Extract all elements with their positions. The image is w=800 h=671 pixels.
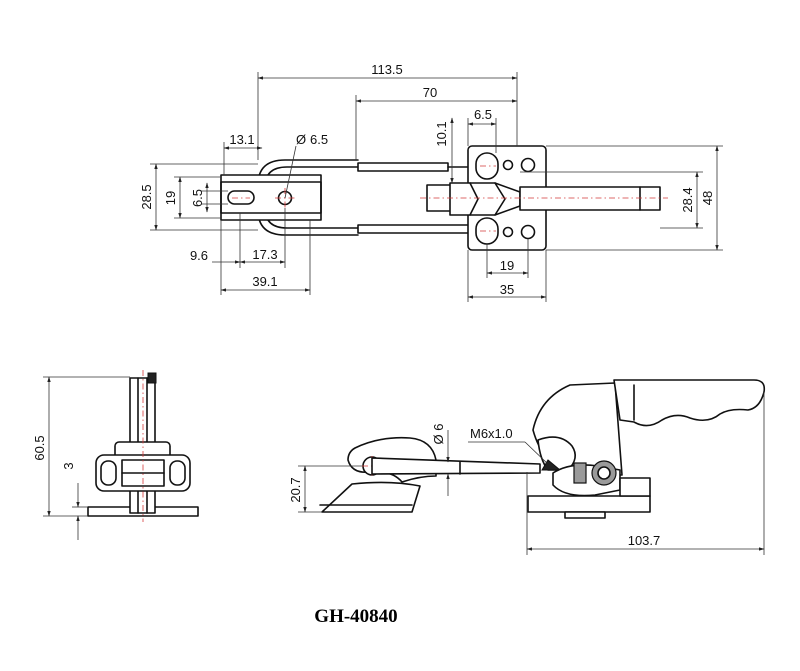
clamp-body: [449, 182, 521, 216]
dim-catch-height: 20.7: [288, 477, 303, 502]
dim-base-height: 48: [700, 191, 715, 205]
dim-handle-height: 28.4: [680, 187, 695, 212]
dim-thread: M6x1.0: [470, 426, 513, 441]
front-view: 60.5 3: [32, 370, 199, 540]
base-hole: [520, 157, 536, 173]
front-view-dimensions: 60.5 3: [32, 376, 130, 540]
dim-side-overall-length: 103.7: [628, 533, 661, 548]
dim-hook-total: 39.1: [252, 274, 277, 289]
dim-hole-dia-symbol: Ø: [296, 132, 306, 147]
dim-base-width: 35: [500, 282, 514, 297]
dim-rod-length: 70: [423, 85, 437, 100]
dim-stroke-offset: 10.1: [434, 121, 449, 146]
dim-base-thickness: 3: [61, 462, 76, 469]
dim-side-height: 28.5: [139, 184, 154, 209]
dim-hook-width: 13.1: [229, 132, 254, 147]
tie-rod-lower: [357, 224, 474, 234]
handle-grip: [613, 379, 766, 427]
model-number: GH-40840: [314, 606, 397, 627]
dim-overall-length: 113.5: [371, 62, 403, 77]
dim-hook-offset-a: 9.6: [190, 248, 208, 263]
hook-slot: [227, 190, 255, 205]
dim-pin-offset: 6.5: [474, 107, 492, 122]
dim-slot-height: 6.5: [190, 189, 205, 207]
tie-rod-upper: [357, 162, 449, 172]
dim-hook-offset-b: 17.3: [252, 247, 277, 262]
catch-plate: [321, 481, 421, 513]
handle-grip: [519, 186, 661, 211]
dim-front-height: 60.5: [32, 435, 47, 460]
side-view: Ø 6 M6x1.0 20.7 103.7: [288, 379, 766, 555]
dim-base-hole-spacing: 19: [500, 258, 514, 273]
side-view-dimensions: Ø 6 M6x1.0 20.7 103.7: [288, 392, 765, 555]
top-view: 113.5 70 6.5 10.1 13.1 Ø 6.5 28.5 19: [139, 62, 723, 302]
base-hole: [520, 224, 536, 240]
tie-rod: [371, 457, 541, 475]
dim-hole-dia: 6.5: [310, 132, 328, 147]
dim-inner-height: 19: [163, 191, 178, 205]
top-view-dimensions: 113.5 70 6.5 10.1 13.1 Ø 6.5 28.5 19: [139, 62, 723, 302]
dim-rod-dia: Ø 6: [431, 424, 446, 445]
